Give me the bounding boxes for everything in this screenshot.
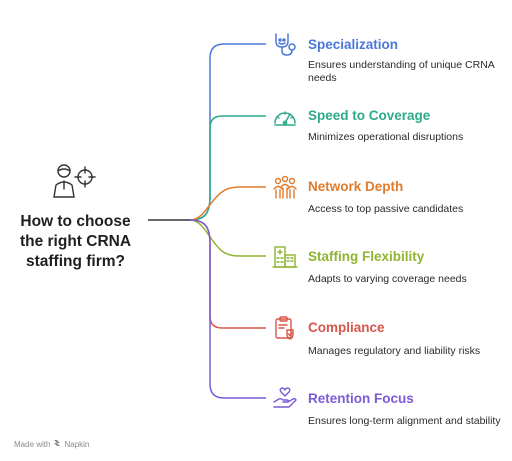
hospital-building-icon <box>272 244 298 270</box>
item-description: Ensures understanding of unique CRNA nee… <box>308 59 495 84</box>
person-with-target-icon <box>52 163 96 199</box>
made-with-footer: Made with Napkin <box>14 439 89 449</box>
stethoscope-icon <box>272 31 298 57</box>
connector-specialization <box>189 43 266 221</box>
item-title: Speed to Coverage <box>308 108 431 123</box>
clipboard-check-icon <box>272 315 298 341</box>
connector-retention <box>189 219 266 399</box>
item-title: Staffing Flexibility <box>308 249 425 264</box>
footer-text: Made with <box>14 439 51 449</box>
item-description: Access to top passive candidates <box>308 203 464 215</box>
main-title: How to choose the right CRNA staffing fi… <box>19 213 132 270</box>
item-description: Manages regulatory and liability risks <box>308 345 481 357</box>
item-description: Adapts to varying coverage needs <box>308 273 467 285</box>
item-title: Network Depth <box>308 179 404 194</box>
people-network-icon <box>272 174 298 200</box>
item-title: Compliance <box>308 320 385 335</box>
item-description: Ensures long-term alignment and stabilit… <box>308 415 501 427</box>
connector-flexibility <box>189 219 266 257</box>
speedometer-icon <box>272 103 298 129</box>
footer-brand: Napkin <box>64 439 90 449</box>
connector-network <box>189 186 266 221</box>
item-title: Specialization <box>308 37 399 52</box>
connector-compliance <box>189 219 266 329</box>
connector-speed <box>189 115 266 221</box>
item-description: Minimizes operational disruptions <box>308 131 464 143</box>
item-title: Retention Focus <box>308 391 414 406</box>
heart-hand-icon <box>272 385 298 411</box>
napkin-logo-icon <box>53 439 61 449</box>
